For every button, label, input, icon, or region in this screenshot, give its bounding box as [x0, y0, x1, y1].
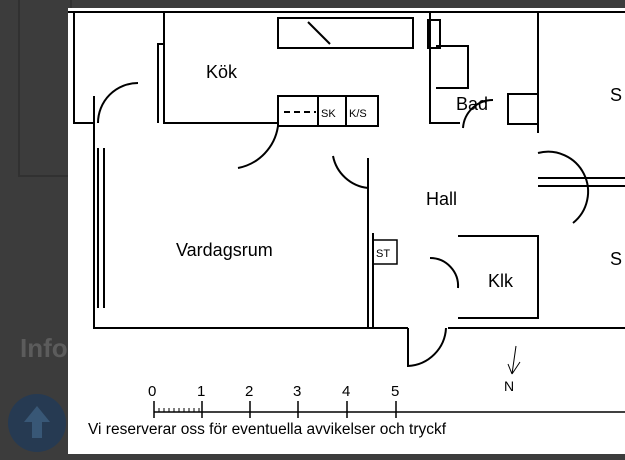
room-label-bedroom-top: S [610, 85, 622, 105]
room-label-closet: Klk [488, 271, 514, 291]
fixture-storage: ST [376, 248, 390, 260]
scale-tick-label: 2 [245, 383, 253, 400]
background-section-title: Info [20, 333, 68, 363]
floorplan-drawing: SK K/S ST Kök Bad S Hall Vardagsrum Klk … [68, 11, 625, 418]
scale-tick-label: 0 [148, 383, 156, 400]
room-label-hall: Hall [426, 189, 457, 209]
scale-tick-label: 3 [293, 383, 301, 400]
room-label-bathroom: Bad [456, 94, 488, 114]
floorplan-lightbox: SK K/S ST Kök Bad S Hall Vardagsrum Klk … [68, 8, 625, 454]
scroll-top-button[interactable] [8, 394, 66, 452]
room-label-living-room: Vardagsrum [176, 240, 273, 260]
scale-bar: 0 1 2 3 4 5 [148, 383, 625, 418]
floorplan-disclaimer: Vi reserverar oss för eventuella avvikel… [88, 421, 447, 438]
scale-tick-label: 5 [391, 383, 399, 400]
room-label-bedroom-bottom: S [610, 249, 622, 269]
background-thumbnail [18, 0, 72, 177]
compass-label: N [504, 378, 514, 394]
fixture-fridge-freezer: K/S [349, 108, 367, 120]
fixture-sink: SK [321, 108, 336, 120]
scale-tick-label: 1 [197, 383, 205, 400]
north-arrow-icon: N [504, 345, 521, 394]
scale-tick-label: 4 [342, 383, 350, 400]
arrow-up-icon [24, 406, 50, 438]
room-label-kitchen: Kök [206, 62, 238, 82]
